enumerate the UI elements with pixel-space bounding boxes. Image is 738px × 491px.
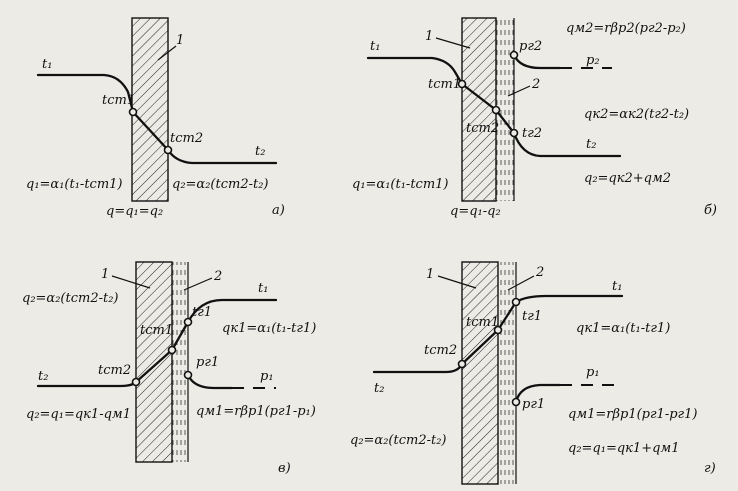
panel-label-v: в) xyxy=(278,461,291,476)
formula-q1-a: q₁=α₁(t₁-tст1) xyxy=(26,177,123,192)
wall-b xyxy=(461,17,497,202)
point-tst1-v xyxy=(167,345,177,355)
label-pg1-v: pг1 xyxy=(196,355,219,370)
label-tg2-b: tг2 xyxy=(522,126,542,141)
label-t1-a: t₁ xyxy=(42,57,52,72)
panel-label-a: а) xyxy=(272,203,285,218)
label-tg1-g: tг1 xyxy=(522,309,542,324)
film-v xyxy=(172,262,188,462)
point-pg1-v xyxy=(183,370,193,380)
point-tst2-v xyxy=(131,377,141,387)
wall-a xyxy=(131,17,169,202)
point-tst1-a xyxy=(128,107,138,117)
formula-qm2-b: qм2=rβр2(pг2-p₂) xyxy=(566,21,686,36)
label-p2-b: p₂ xyxy=(586,53,600,68)
formula-qk1-v: qк1=α₁(t₁-tг1) xyxy=(222,321,316,336)
label-pg2-b: pг2 xyxy=(519,39,542,54)
formula-q2-b: q₂=qк2+qм2 xyxy=(584,171,671,186)
formula-q2-a: q₂=α₂(tст2-t₂) xyxy=(172,177,269,192)
formula-qk2-b: qк2=αк2(tг2-t₂) xyxy=(584,107,689,122)
label-pg1-g: pг1 xyxy=(522,397,545,412)
film-number-b: 2 xyxy=(531,77,540,92)
formula-q2-v: q₂=α₂(tст2-t₂) xyxy=(22,291,119,306)
wall-number-b: 1 xyxy=(425,29,433,44)
point-tst1-b xyxy=(457,79,467,89)
label-tst1-b: tст1 xyxy=(428,77,461,92)
film-leader-v xyxy=(183,277,213,291)
label-tst2-g: tст2 xyxy=(424,343,457,358)
wall-v xyxy=(135,261,173,463)
formula-qk1-g: qк1=α₁(t₁-tг1) xyxy=(576,321,670,336)
pressure-curve-v xyxy=(186,373,234,390)
film-leader-b xyxy=(507,85,531,97)
point-tst2-a xyxy=(163,145,173,155)
label-t1-v: t₁ xyxy=(258,281,268,296)
film-number-g: 2 xyxy=(535,265,544,280)
temperature-curve-b xyxy=(366,56,622,158)
point-tst2-g xyxy=(457,359,467,369)
label-tg1-v: tг1 xyxy=(192,305,212,320)
panel-g: 1 2 t₁ tст1 tг1 qк1=α₁(t₁-tг1) tст2 t₂ p… xyxy=(350,261,716,485)
label-t2-a: t₂ xyxy=(255,144,265,159)
wall-leader-v xyxy=(111,275,151,289)
wall-leader-b xyxy=(435,37,471,49)
wall-number-v: 1 xyxy=(101,267,109,282)
wall-leader-a xyxy=(157,45,177,61)
panel-a: 1 t₁ tст1 tст2 t₂ q₁=α₁(t₁-tст1) q₂=α₂(t… xyxy=(26,17,285,219)
formula-q-v: q₂=q₁=qк1-qм1 xyxy=(26,407,131,422)
label-tst1-v: tст1 xyxy=(140,323,173,338)
wall-leader-g xyxy=(437,275,477,289)
panel-b: 1 2 qм2=rβр2(pг2-p₂) pг2 p₂ t₁ tст1 tст2… xyxy=(352,17,717,219)
film-leader-g xyxy=(507,275,535,291)
label-t1-g: t₁ xyxy=(612,279,622,294)
panel-label-g: г) xyxy=(704,461,716,476)
formula-q2-g: q₂=α₂(tст2-t₂) xyxy=(350,433,447,448)
formula-q-a: q=q₁=q₂ xyxy=(106,204,163,219)
point-tst2-b xyxy=(491,105,501,115)
formula-q-g: q₂=q₁=qк1+qм1 xyxy=(568,441,679,456)
point-pg1-g xyxy=(511,397,521,407)
panel-v: 1 2 q₂=α₂(tст2-t₂) t₁ tст1 tг1 qк1=α₁(t₁… xyxy=(22,261,316,476)
panel-label-b: б) xyxy=(704,203,717,218)
formula-q1-b: q₁=α₁(t₁-tст1) xyxy=(352,177,449,192)
label-t2-b: t₂ xyxy=(586,137,596,152)
label-tst2-b: tст2 xyxy=(466,121,499,136)
film-b xyxy=(496,18,514,201)
point-tg2-b xyxy=(509,128,519,138)
label-t2-v: t₂ xyxy=(38,369,48,384)
wall-number-a: 1 xyxy=(176,33,184,48)
point-tg1-g xyxy=(511,297,521,307)
label-tst2-v: tст2 xyxy=(98,363,131,378)
label-p1-v: p₁ xyxy=(260,369,274,384)
formula-qm1-v: qм1=rβр1(pг1-p₁) xyxy=(196,404,316,419)
label-p1-g: p₁ xyxy=(586,365,600,380)
label-t1-b: t₁ xyxy=(370,39,380,54)
film-number-v: 2 xyxy=(213,269,222,284)
film-g xyxy=(498,262,516,484)
point-tg1-v xyxy=(183,317,193,327)
pressure-curve-b xyxy=(512,53,562,70)
wall-g xyxy=(461,261,499,485)
label-tst2-a: tст2 xyxy=(170,131,203,146)
label-t2-g: t₂ xyxy=(374,381,384,396)
wall-number-g: 1 xyxy=(426,267,434,282)
formula-qm1-g: qм1=rβр1(pг1-pг1) xyxy=(568,407,697,422)
point-tst1-g xyxy=(493,325,503,335)
label-tst1-g: tст1 xyxy=(466,315,499,330)
formula-q-b: q=q₁-q₂ xyxy=(450,204,501,219)
point-pg2-b xyxy=(509,50,519,60)
label-tst1-a: tст1 xyxy=(102,93,135,108)
